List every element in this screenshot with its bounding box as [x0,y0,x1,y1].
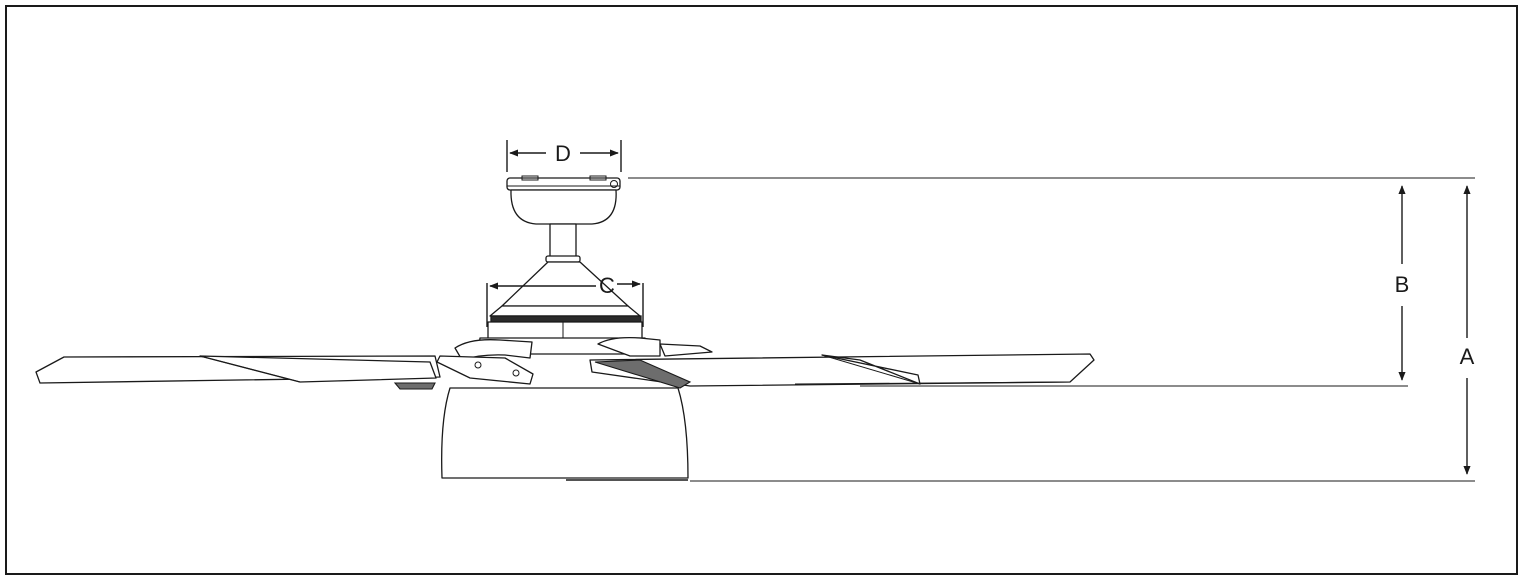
left-blade [35,355,441,390]
dimension-a: A [1460,185,1475,475]
dimension-d: D [506,140,622,172]
dimension-d-label: D [555,141,571,166]
right-blade [589,353,1095,387]
dimension-b-label: B [1395,272,1410,297]
blade-irons [436,336,713,389]
downrod [545,223,581,263]
dimension-c-label: C [599,273,615,298]
dimension-b: B [1395,185,1410,381]
canopy [506,175,621,225]
light-kit-bowl [441,387,689,481]
diagram-border [5,5,1518,575]
ceiling-fan-drawing [35,175,1095,481]
dimension-c: C [486,273,644,327]
dimension-a-label: A [1460,344,1475,369]
